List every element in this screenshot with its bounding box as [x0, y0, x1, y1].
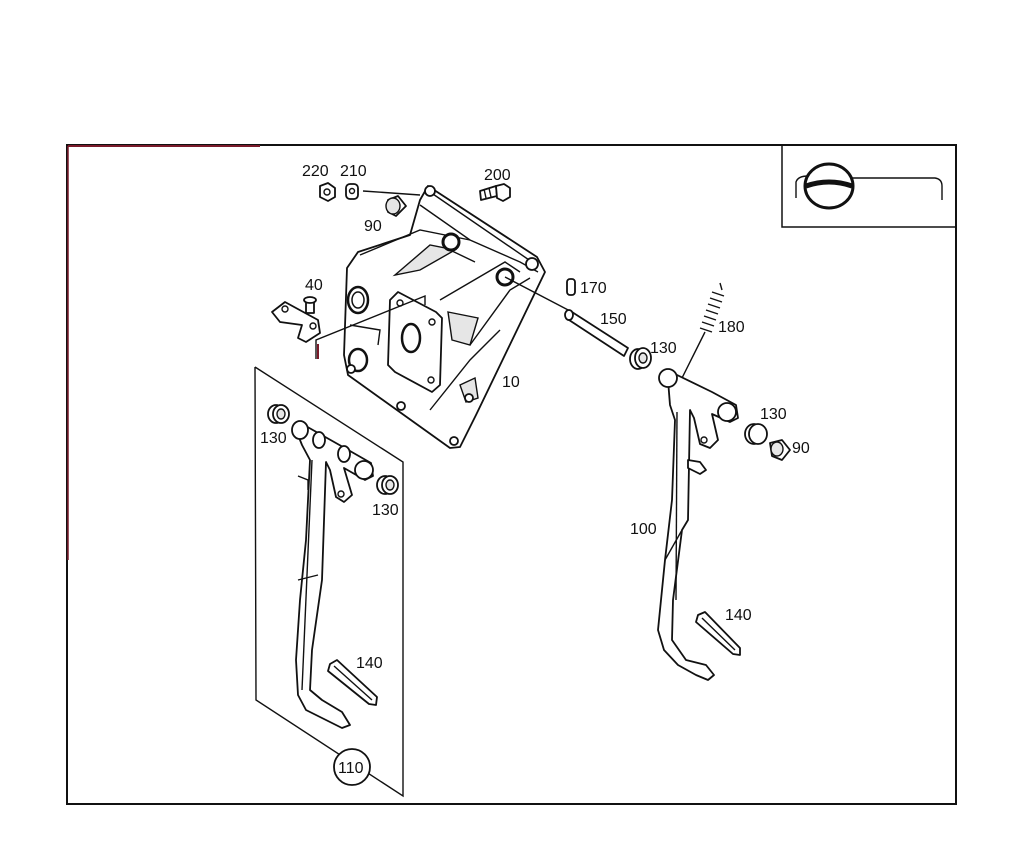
label-100: 100 [630, 521, 657, 538]
clutch-pedal-110 [291, 420, 374, 729]
label-90-top: 90 [364, 218, 382, 235]
label-130-left-top: 130 [260, 430, 287, 447]
bolt-200 [479, 183, 511, 202]
label-90-right: 90 [792, 440, 810, 457]
pedal-pad-140-right [695, 611, 741, 656]
label-110: 110 [338, 760, 364, 777]
label-210: 210 [340, 163, 367, 180]
label-140-right: 140 [725, 607, 752, 624]
diagram-frame [66, 144, 957, 805]
label-10: 10 [502, 374, 520, 391]
bushing-130-left-top [267, 404, 290, 424]
pedal-pad-140-left [327, 659, 378, 706]
bushing-90-top [385, 195, 407, 217]
cap-90-right [769, 439, 791, 461]
label-200: 200 [484, 167, 511, 184]
label-40: 40 [305, 277, 323, 294]
brake-pedal-100 [657, 368, 739, 681]
label-150: 150 [600, 311, 627, 328]
group-110-callout-circle [333, 748, 371, 786]
washer-210 [345, 183, 359, 200]
bushing-130-left-bottom [376, 475, 399, 495]
vehicle-orientation-icon [781, 146, 956, 228]
bracket-40 [271, 296, 321, 343]
label-170: 170 [580, 280, 607, 297]
label-220: 220 [302, 163, 329, 180]
bushing-130-right [744, 423, 768, 445]
label-130-right: 130 [760, 406, 787, 423]
return-spring-180 [674, 282, 725, 393]
pedal-box-housing [343, 185, 546, 449]
label-130-left-bottom: 130 [372, 502, 399, 519]
bushing-130-shaft [629, 347, 652, 370]
label-180: 180 [718, 319, 745, 336]
label-140-left: 140 [356, 655, 383, 672]
label-130-shaft: 130 [650, 340, 677, 357]
clutch-pedal-group-outline [254, 366, 404, 798]
pin-150 [564, 309, 629, 357]
clip-170 [566, 278, 576, 296]
nut-220 [319, 182, 336, 202]
